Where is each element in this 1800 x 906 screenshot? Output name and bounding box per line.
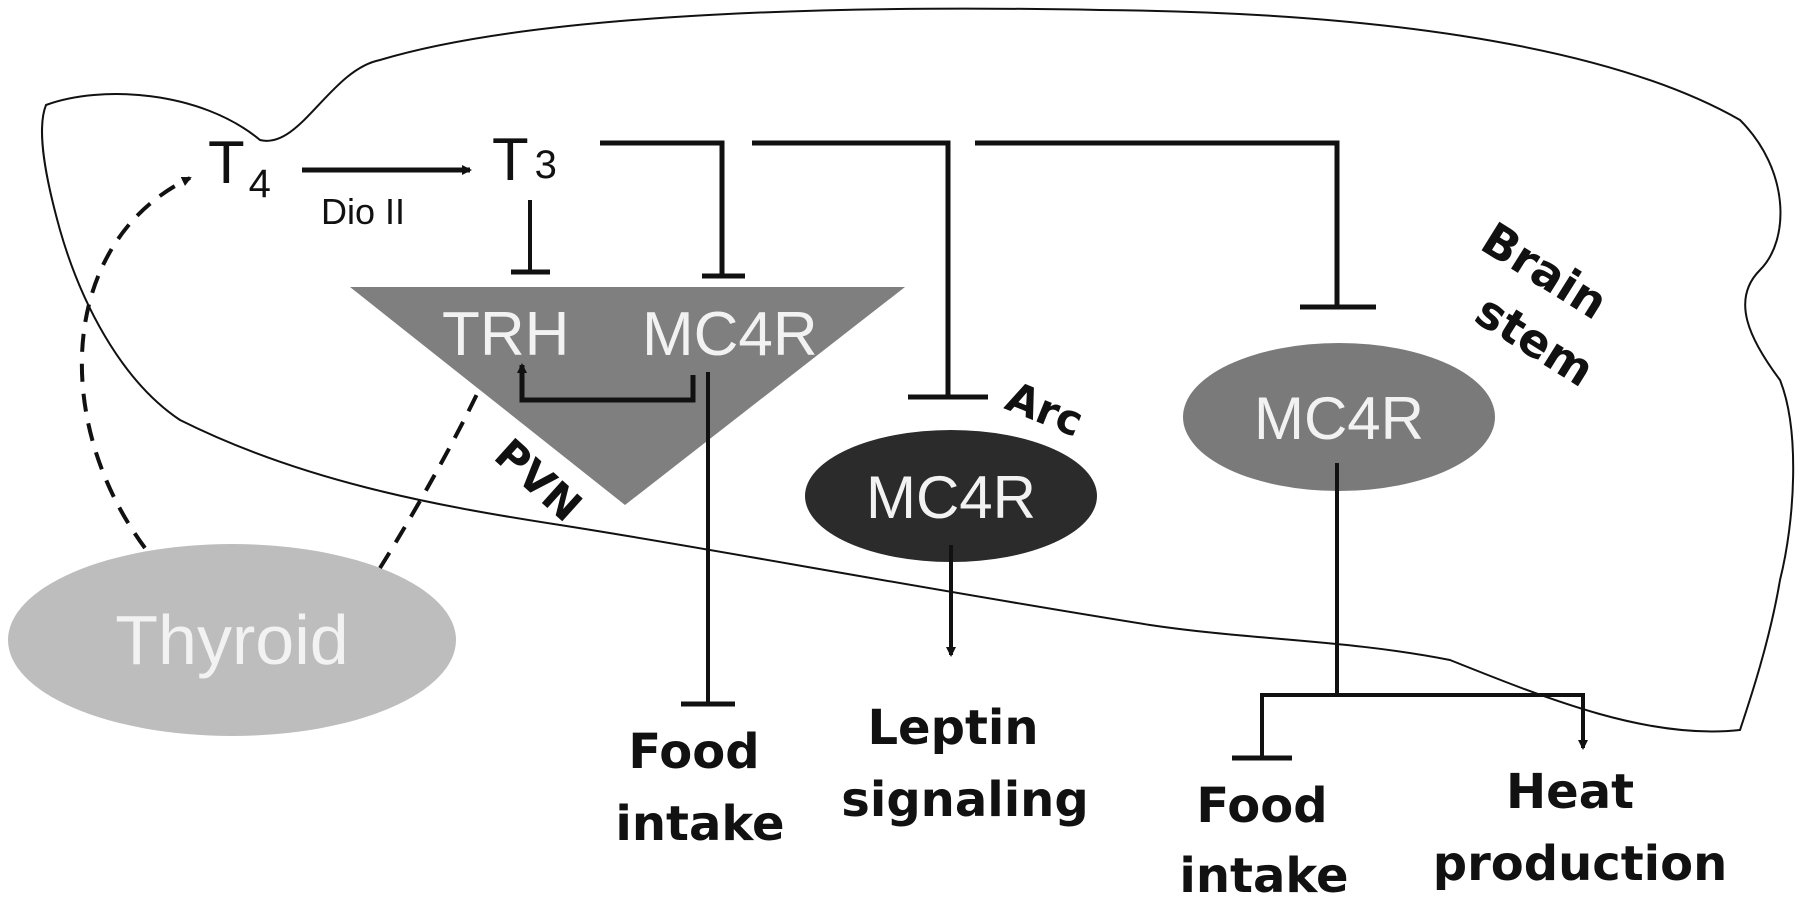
brainstem-food-intake-label-line2: intake <box>1179 848 1348 904</box>
dio-ii-label: Dio II <box>321 191 405 232</box>
pvn-mc4r-label: MC4R <box>642 300 818 369</box>
pvn-food-intake-label-line2: intake <box>615 796 784 852</box>
heat-production-label-line1: Heat <box>1506 764 1634 820</box>
brainstem-mc4r-label: MC4R <box>1254 385 1424 452</box>
thyroid-to-pvn-dashed-line <box>378 391 480 570</box>
brainstem-food-intake-label-line1: Food <box>1196 778 1327 834</box>
arc-region-label: Arc <box>999 372 1090 447</box>
t3-inhibit-arc-mc4r-line <box>752 140 951 397</box>
mc4r-to-trh-arrow <box>517 363 696 403</box>
pvn-food-intake-label-line1: Food <box>628 724 759 780</box>
thyroid-ellipse <box>8 544 456 736</box>
t3-inhibit-pvn-mc4r-line <box>600 140 725 276</box>
t3-inhibit-brainstem-mc4r-line <box>975 140 1340 307</box>
pvn-triangle <box>350 287 905 505</box>
brainstem-heat-branch <box>1337 693 1588 750</box>
brainstem-food-branch <box>1260 693 1337 758</box>
leptin-signaling-label-line1: Leptin <box>867 700 1038 756</box>
leptin-signaling-label-line2: signaling <box>841 772 1088 828</box>
trh-label: TRH <box>442 300 569 369</box>
arc-mc4r-ellipse <box>805 430 1097 562</box>
thyroid-label: Thyroid <box>115 601 348 679</box>
brainstem-mc4r-ellipse <box>1183 343 1495 491</box>
arc-mc4r-label: MC4R <box>866 464 1036 531</box>
thyroid-to-t4-dashed-line <box>79 176 192 550</box>
heat-production-label-line2: production <box>1433 836 1728 892</box>
brain-outline <box>41 7 1795 733</box>
